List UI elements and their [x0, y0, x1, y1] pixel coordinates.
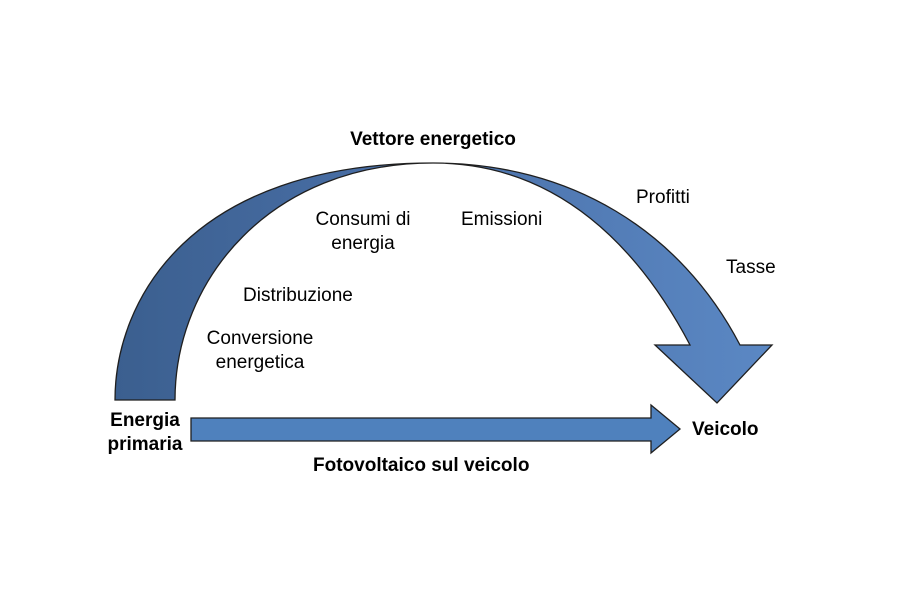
straight-flow-arrow [190, 403, 682, 455]
emissions-label: Emissioni [461, 209, 543, 230]
profits-label: Profitti [636, 187, 690, 208]
taxes-label: Tasse [726, 257, 776, 278]
consumption-label: Consumi di energia [315, 209, 411, 254]
distribution-label: Distribuzione [243, 285, 353, 306]
conversion-label: Conversione energetica [206, 328, 314, 373]
vector-label: Vettore energetico [350, 129, 516, 150]
primary-energy-label: Energia primaria [107, 410, 183, 455]
curved-flow-arrow [114, 162, 774, 404]
photovoltaic-label: Fotovoltaico sul veicolo [313, 455, 530, 476]
vehicle-label: Veicolo [692, 419, 759, 440]
